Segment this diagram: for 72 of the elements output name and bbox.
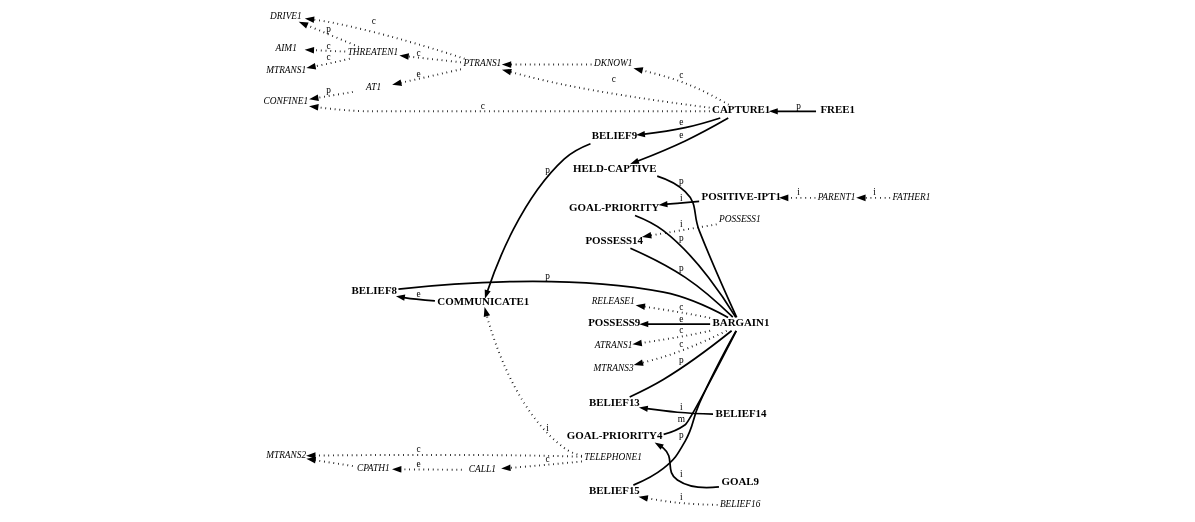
node-text: PTRANS1: [463, 58, 502, 69]
node-text: CONFINE1: [263, 96, 309, 107]
node-text: HELD-CAPTIVE: [572, 161, 657, 174]
node-text: RELEASE1: [591, 295, 635, 306]
node-text: AT1: [365, 82, 382, 93]
node-text: POSSESS9: [588, 316, 641, 329]
node-text: BELIEF15: [588, 483, 640, 496]
node-text: POSITIVE-IPT1: [701, 189, 781, 202]
node-text: DKNOW1: [593, 58, 633, 69]
edge-label: p: [678, 233, 684, 244]
edge-label: i: [797, 187, 800, 198]
node-text: POSSESS1: [719, 214, 761, 225]
edge-label: p: [545, 164, 550, 175]
node-text: PARENT1: [817, 191, 856, 202]
node-text: THREATEN1: [347, 46, 399, 57]
edge-label: p: [796, 100, 801, 111]
edge-label: p: [678, 430, 684, 441]
edge-label: e: [679, 130, 684, 141]
edge-label: c: [326, 40, 331, 51]
edge-label: i: [680, 401, 683, 412]
node-text: AIM1: [275, 42, 297, 53]
edge-label: m: [677, 414, 685, 425]
node-text: BARGAIN1: [712, 316, 770, 329]
node-text: GOAL-PRIORITY: [569, 200, 660, 213]
edge-label: e: [416, 459, 421, 470]
node-text: CALL1: [468, 463, 496, 474]
edge-label: c: [545, 453, 550, 464]
node-text: MTRANS2: [266, 449, 307, 460]
node-text: ATRANS1: [594, 340, 633, 351]
edge-label: e: [679, 313, 684, 324]
edge-label: e: [416, 68, 421, 79]
edge-label: p: [326, 23, 331, 34]
edge-label: i: [873, 187, 876, 198]
edge-label: c: [480, 100, 485, 111]
node-text: TELEPHONE1: [584, 451, 642, 462]
edge-label: c: [416, 444, 421, 455]
node-text: BELIEF9: [591, 129, 638, 142]
node-text: GOAL-PRIORITY4: [566, 429, 663, 442]
node-text: COMMUNICATE1: [437, 295, 530, 308]
edge-label: p: [545, 271, 550, 282]
edge-label: i: [680, 469, 683, 480]
node-text: BELIEF8: [351, 284, 398, 297]
node-text: BELIEF13: [588, 395, 640, 408]
node-text: POSSESS14: [585, 233, 644, 246]
edge-label: p: [678, 354, 684, 365]
edge-label: c: [679, 339, 684, 350]
edge-label: i: [680, 192, 683, 203]
edge-label: c: [679, 325, 684, 336]
edge-label: p: [678, 175, 684, 186]
edge-label: c: [416, 47, 421, 58]
node-text: CPATH1: [357, 462, 390, 473]
node-text: BELIEF16: [719, 498, 761, 509]
edge-label: c: [679, 301, 684, 312]
node-text: CAPTURE1: [712, 103, 771, 116]
node-text: FREE1: [820, 103, 855, 116]
node-text: DRIVE1: [270, 10, 302, 21]
edge-label: c: [326, 52, 331, 63]
edge-label: i: [680, 492, 683, 503]
edge-label: e: [416, 288, 421, 299]
node-text: GOAL9: [721, 474, 760, 487]
edge-label: p: [326, 85, 331, 96]
edge-label: p: [678, 262, 684, 273]
edge-label: c: [679, 70, 684, 81]
edge-label: i: [546, 423, 549, 434]
node-text: MTRANS1: [266, 65, 307, 76]
edge-label: c: [611, 74, 616, 85]
node-text: MTRANS3: [593, 363, 634, 373]
edge-label: e: [679, 117, 684, 128]
edge-label: i: [680, 219, 683, 230]
node-text: FATHER1: [892, 191, 931, 202]
node-text: BELIEF14: [715, 406, 767, 419]
edge-label: c: [371, 15, 376, 26]
